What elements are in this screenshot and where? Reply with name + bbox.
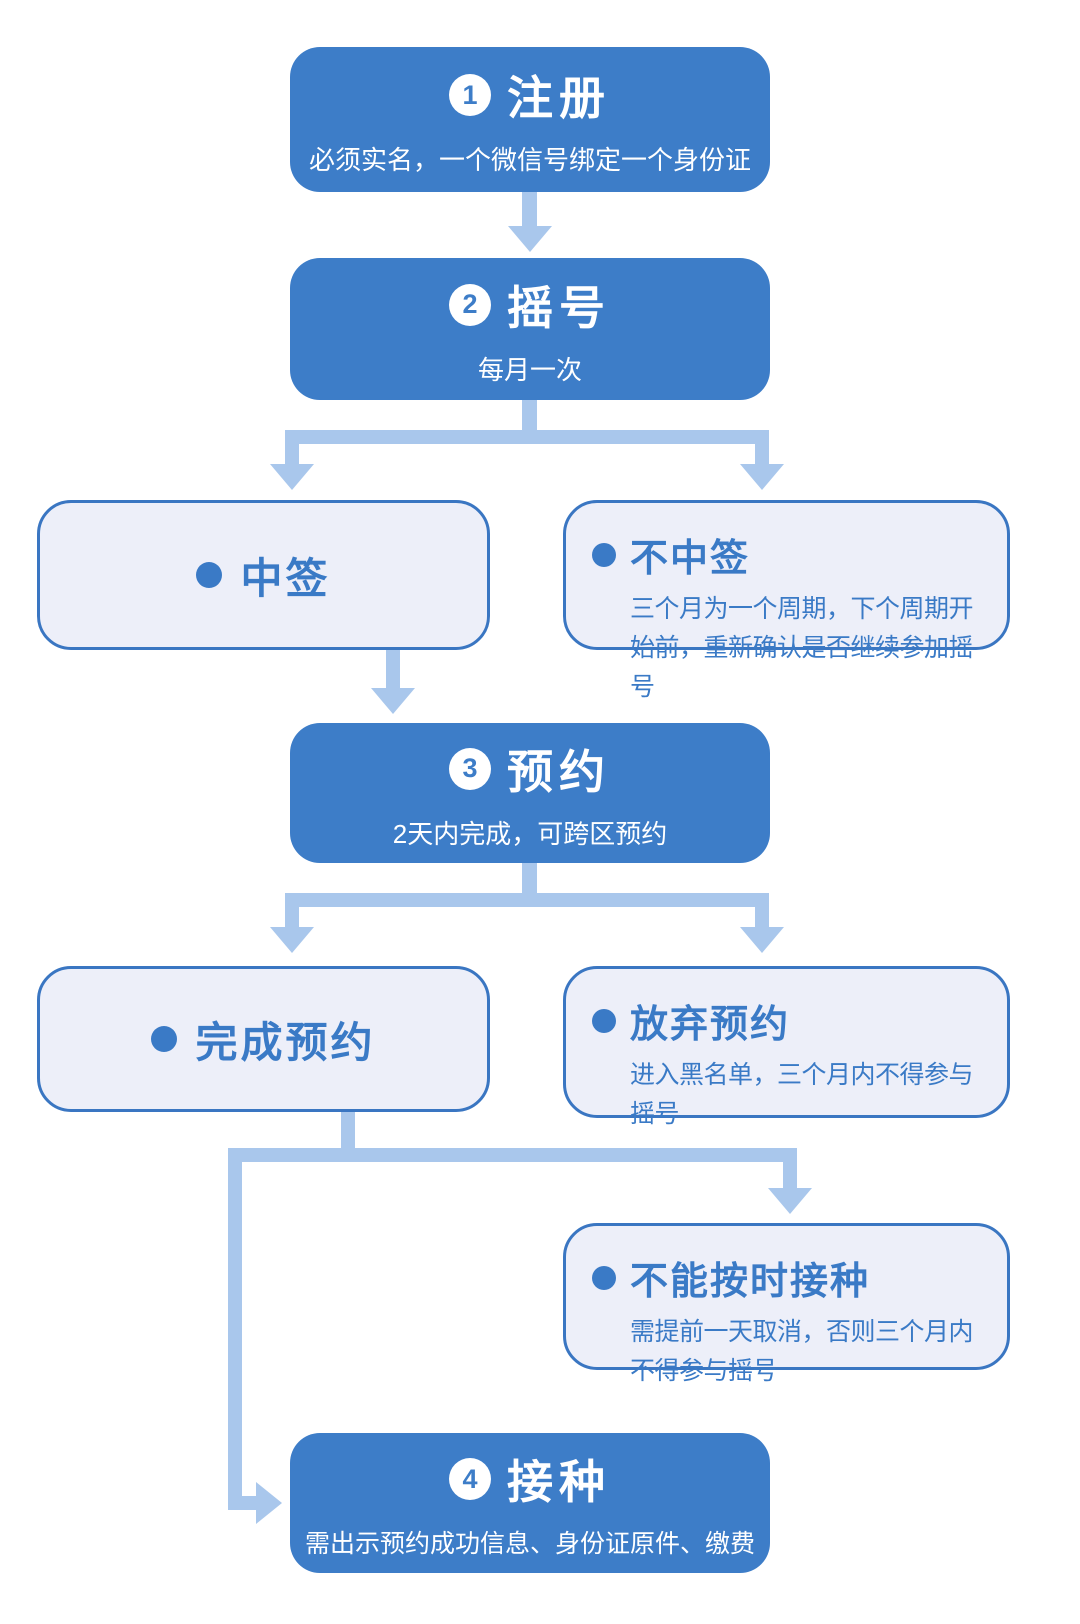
outcome-lose-title: 不中签 <box>630 538 751 580</box>
bullet-icon <box>151 1026 178 1052</box>
connector-line <box>341 1112 355 1150</box>
step-3-number-badge: 3 <box>449 747 491 790</box>
connector-line <box>755 907 769 929</box>
bullet-icon <box>592 542 616 567</box>
arrow-down-icon <box>740 464 784 490</box>
step-4-subtitle: 需出示预约成功信息、身份证原件、缴费 <box>304 1530 755 1558</box>
step-1-subtitle: 必须实名，一个微信号绑定一个身份证 <box>308 145 751 175</box>
arrow-down-icon <box>740 927 784 953</box>
step-1-number-badge: 1 <box>449 74 491 116</box>
step-2-node: 2 摇号 每月一次 <box>290 258 770 400</box>
connector-line <box>522 863 537 895</box>
connector-line <box>522 192 537 228</box>
arrow-down-icon <box>371 688 415 714</box>
step-2-title-row: 2 摇号 <box>449 272 611 338</box>
outcome-booked-node: 完成预约 <box>37 966 490 1112</box>
step-3-subtitle: 2天内完成，可跨区预约 <box>392 818 668 849</box>
step-4-node: 4 接种 需出示预约成功信息、身份证原件、缴费 <box>290 1433 770 1573</box>
outcome-miss-title-row: 不能按时接种 <box>592 1250 995 1305</box>
step-4-title: 接种 <box>507 1456 611 1508</box>
connector-line <box>228 1148 242 1510</box>
step-3-title-row: 3 预约 <box>449 736 611 802</box>
arrow-down-icon <box>508 226 552 252</box>
connector-line <box>228 1496 258 1510</box>
step-3-title: 预约 <box>507 745 611 798</box>
connector-line <box>522 400 537 432</box>
connector-line <box>228 1148 797 1162</box>
outcome-lose-title-row: 不中签 <box>592 527 995 582</box>
bullet-icon <box>592 1265 616 1290</box>
step-2-number-badge: 2 <box>449 283 491 326</box>
step-4-number-badge: 4 <box>449 1458 491 1500</box>
connector-line <box>285 444 299 466</box>
outcome-abandon-note: 进入黑名单，三个月内不得参与摇号 <box>630 1061 974 1128</box>
outcome-abandon-title-row: 放弃预约 <box>592 993 995 1048</box>
connector-line <box>755 444 769 466</box>
arrow-down-icon <box>768 1188 812 1214</box>
outcome-win-node: 中签 <box>37 500 490 650</box>
outcome-lose-node: 不中签 三个月为一个周期，下个周期开始前，重新确认是否继续参加摇号 <box>563 500 1010 701</box>
bullet-icon <box>196 562 223 588</box>
arrow-down-icon <box>270 464 314 490</box>
arrow-right-icon <box>256 1482 282 1524</box>
step-1-title-row: 1 注册 <box>449 62 611 128</box>
connector-line <box>386 650 400 690</box>
outcome-lose-note: 三个月为一个周期，下个周期开始前，重新确认是否继续参加摇号 <box>630 595 974 701</box>
step-4-title-row: 4 接种 <box>449 1446 611 1512</box>
connector-line <box>285 907 299 929</box>
bullet-icon <box>592 1008 616 1033</box>
connector-line <box>285 893 769 907</box>
outcome-win-title: 中签 <box>240 554 331 602</box>
outcome-miss-node: 不能按时接种 需提前一天取消，否则三个月内不得参与摇号 <box>563 1223 1010 1385</box>
step-1-node: 1 注册 必须实名，一个微信号绑定一个身份证 <box>290 47 770 192</box>
arrow-down-icon <box>270 927 314 953</box>
connector-line <box>285 430 769 444</box>
step-2-title: 摇号 <box>507 281 611 334</box>
outcome-miss-title: 不能按时接种 <box>630 1261 871 1303</box>
outcome-abandon-title: 放弃预约 <box>630 1004 791 1046</box>
outcome-abandon-node: 放弃预约 进入黑名单，三个月内不得参与摇号 <box>563 966 1010 1128</box>
connector-line <box>783 1148 797 1190</box>
step-3-node: 3 预约 2天内完成，可跨区预约 <box>290 723 770 863</box>
outcome-booked-title: 完成预约 <box>195 1018 376 1066</box>
step-1-title: 注册 <box>507 72 611 124</box>
step-2-subtitle: 每月一次 <box>477 354 582 385</box>
outcome-miss-note: 需提前一天取消，否则三个月内不得参与摇号 <box>630 1318 974 1385</box>
